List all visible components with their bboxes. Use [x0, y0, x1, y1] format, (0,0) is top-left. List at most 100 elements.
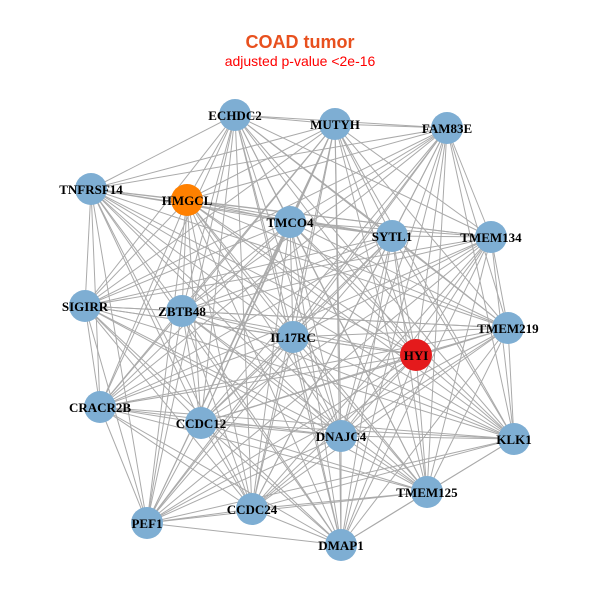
edge-CCDC24-DMAP1	[251, 508, 342, 546]
node-label: TMCO4	[267, 215, 314, 230]
node-circle[interactable]	[131, 507, 163, 539]
node-dmap1[interactable]: DMAP1	[318, 529, 364, 561]
edge-SIGIRR-CCDC12	[84, 305, 202, 424]
edge-TMEM134-SIGIRR	[84, 236, 492, 307]
edge-TMEM219-TMEM125	[426, 327, 509, 493]
node-circle[interactable]	[319, 108, 351, 140]
edge-TNFRSF14-KLK1	[90, 188, 515, 440]
node-sigirr[interactable]: SIGIRR	[62, 290, 109, 322]
edge-FAM83E-DNAJC4	[340, 127, 448, 437]
node-il17rc[interactable]: IL17RC	[270, 321, 316, 353]
edge-SYTL1-SIGIRR	[84, 235, 393, 307]
node-label: HYI	[404, 348, 429, 363]
edge-HMGCL-IL17RC	[186, 199, 294, 338]
node-mutyh[interactable]: MUTYH	[310, 108, 360, 140]
node-label: CCDC24	[227, 502, 278, 517]
node-label: TMEM134	[460, 230, 522, 245]
edge-MUTYH-KLK1	[334, 123, 515, 440]
node-label: MUTYH	[310, 117, 360, 132]
edge-SYTL1-CRACR2B	[99, 235, 393, 408]
edge-HMGCL-CRACR2B	[99, 199, 188, 408]
node-label: FAM83E	[422, 121, 472, 136]
node-circle[interactable]	[492, 312, 524, 344]
edge-HYI-TMEM125	[415, 354, 428, 493]
edge-ECHDC2-SIGIRR	[84, 114, 236, 307]
node-hyi[interactable]: HYI	[400, 339, 432, 371]
node-circle[interactable]	[325, 529, 357, 561]
node-tmem219[interactable]: TMEM219	[477, 312, 539, 344]
node-circle[interactable]	[475, 221, 507, 253]
edge-ZBTB48-CCDC12	[181, 310, 202, 424]
edge-MUTYH-CRACR2B	[99, 123, 336, 408]
edge-ZBTB48-DNAJC4	[181, 310, 342, 437]
node-circle[interactable]	[84, 391, 116, 423]
edge-HMGCL-DNAJC4	[186, 199, 342, 437]
node-ccdc12[interactable]: CCDC12	[176, 407, 227, 439]
edge-MUTYH-TNFRSF14	[90, 123, 336, 190]
node-circle[interactable]	[376, 220, 408, 252]
edge-ZBTB48-CCDC24	[181, 310, 253, 510]
node-circle[interactable]	[411, 476, 443, 508]
node-circle[interactable]	[171, 184, 203, 216]
edge-IL17RC-HYI	[292, 336, 417, 356]
edge-CCDC12-DMAP1	[200, 422, 342, 546]
edge-CRACR2B-DMAP1	[99, 406, 342, 546]
edge-TMEM219-CRACR2B	[99, 327, 509, 408]
node-circle[interactable]	[219, 99, 251, 131]
edge-TNFRSF14-DMAP1	[90, 188, 342, 546]
node-hmgcl[interactable]: HMGCL	[162, 184, 213, 216]
node-label: CRACR2B	[69, 400, 131, 415]
edge-MUTYH-IL17RC	[292, 123, 336, 338]
node-ccdc24[interactable]: CCDC24	[227, 493, 278, 525]
node-sytl1[interactable]: SYTL1	[372, 220, 412, 252]
node-echdc2[interactable]: ECHDC2	[208, 99, 262, 131]
edge-SIGIRR-TMEM125	[84, 305, 428, 493]
edge-SYTL1-TMEM134	[391, 235, 492, 238]
node-cracr2b[interactable]: CRACR2B	[69, 391, 131, 423]
edge-CRACR2B-KLK1	[99, 406, 515, 440]
edge-HMGCL-TMEM125	[186, 199, 428, 493]
edge-FAM83E-TMEM134	[446, 127, 492, 238]
node-tmem134[interactable]: TMEM134	[460, 221, 522, 253]
node-circle[interactable]	[185, 407, 217, 439]
edge-HMGCL-TMCO4	[186, 199, 291, 223]
node-zbtb48[interactable]: ZBTB48	[158, 295, 206, 327]
node-circle[interactable]	[325, 420, 357, 452]
node-tmco4[interactable]: TMCO4	[267, 206, 314, 238]
node-circle[interactable]	[69, 290, 101, 322]
node-label: ECHDC2	[208, 108, 261, 123]
edge-ZBTB48-DMAP1	[181, 310, 342, 546]
edge-TMEM134-ZBTB48	[181, 236, 492, 312]
edge-TNFRSF14-CCDC12	[90, 188, 202, 424]
edge-HMGCL-TMEM134	[186, 199, 492, 238]
edge-TMEM125-CCDC24	[251, 491, 428, 510]
node-klk1[interactable]: KLK1	[496, 423, 532, 455]
node-tmem125[interactable]: TMEM125	[396, 476, 458, 508]
node-pef1[interactable]: PEF1	[131, 507, 163, 539]
node-circle[interactable]	[498, 423, 530, 455]
node-circle[interactable]	[166, 295, 198, 327]
edge-ECHDC2-DNAJC4	[234, 114, 342, 437]
edge-TNFRSF14-SIGIRR	[84, 188, 92, 307]
node-fam83e[interactable]: FAM83E	[422, 112, 472, 144]
node-circle[interactable]	[431, 112, 463, 144]
node-dnajc4[interactable]: DNAJC4	[316, 420, 367, 452]
edge-MUTYH-SYTL1	[334, 123, 393, 237]
node-circle[interactable]	[277, 321, 309, 353]
edge-TMCO4-TMEM219	[289, 221, 509, 329]
node-circle[interactable]	[236, 493, 268, 525]
node-circle[interactable]	[75, 173, 107, 205]
node-circle[interactable]	[274, 206, 306, 238]
edge-TNFRSF14-TMEM219	[90, 188, 509, 329]
node-circle[interactable]	[400, 339, 432, 371]
edge-HYI-DMAP1	[340, 354, 417, 546]
node-tnfrsf14[interactable]: TNFRSF14	[59, 173, 123, 205]
edge-CCDC12-CCDC24	[200, 422, 253, 510]
edge-HYI-PEF1	[146, 354, 417, 524]
edge-TMEM134-PEF1	[146, 236, 492, 524]
edge-TMEM219-DMAP1	[340, 327, 509, 546]
edge-ECHDC2-TMEM134	[234, 114, 492, 238]
edge-FAM83E-DMAP1	[340, 127, 448, 546]
edge-TMCO4-PEF1	[146, 221, 291, 524]
